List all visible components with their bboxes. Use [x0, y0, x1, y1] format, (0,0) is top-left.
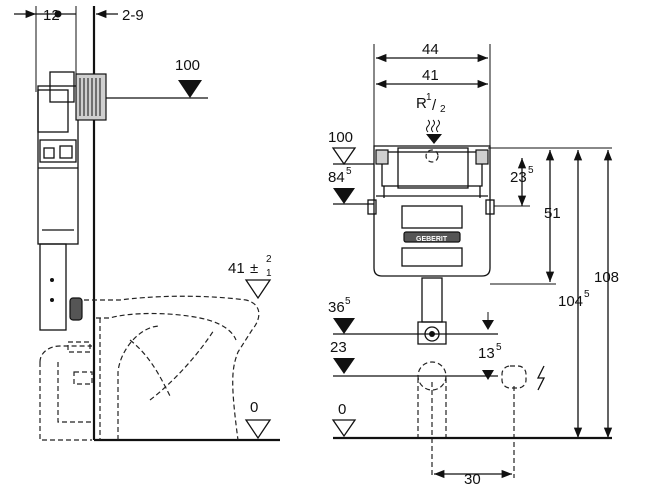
svg-text:1: 1: [426, 92, 432, 103]
cistern-front: GEBERIT: [367, 145, 495, 345]
triangle-level-marker-icon: [333, 358, 355, 374]
level-41-side: 41 ± 2 1: [228, 254, 272, 300]
brand-logo: GEBERIT: [416, 236, 448, 243]
svg-text:2: 2: [440, 104, 446, 115]
svg-text:23: 23: [510, 169, 527, 186]
level-23-front: 23 13 5: [330, 339, 502, 380]
width-dimensions: 44 41: [373, 41, 491, 150]
svg-text:44: 44: [422, 41, 439, 58]
cistern-side: [37, 71, 107, 331]
arrowhead-icon: [482, 370, 494, 380]
svg-text:41: 41: [422, 67, 439, 84]
svg-text:5: 5: [584, 289, 590, 300]
dim-12-label: 12: [43, 7, 60, 24]
supply-thread-label: R 1 / 2: [416, 92, 446, 144]
triangle-level-marker-icon: [333, 188, 355, 204]
svg-text:0: 0: [338, 401, 346, 418]
bottom-dimension-30: 30: [434, 469, 512, 488]
triangle-level-marker-icon: [333, 318, 355, 334]
svg-text:0: 0: [250, 399, 258, 416]
level-100-front: 100: [328, 129, 374, 166]
svg-text:±: ±: [250, 260, 258, 277]
top-dimension-side: 12 2-9: [14, 6, 144, 92]
svg-text:36: 36: [328, 299, 345, 316]
svg-text:30: 30: [464, 471, 481, 488]
svg-text:51: 51: [544, 205, 561, 222]
triangle-level-marker-icon: [331, 419, 357, 438]
svg-text:2: 2: [266, 254, 272, 265]
level-84-front: 84 5: [328, 166, 374, 205]
level-0-side: 0: [244, 399, 272, 440]
front-view: 44 41 R 1 / 2: [328, 41, 619, 488]
drain-dashed: [417, 361, 546, 478]
svg-text:13: 13: [478, 345, 495, 362]
svg-text:R: R: [416, 95, 427, 112]
electric-bolt-icon: [536, 365, 546, 391]
dim-2-9-label: 2-9: [122, 7, 144, 24]
svg-text:100: 100: [328, 129, 353, 146]
wc-outline-dashed: [39, 295, 260, 441]
svg-text:1: 1: [266, 268, 272, 279]
side-view: 12 2-9: [14, 6, 280, 442]
svg-text:5: 5: [528, 165, 534, 176]
svg-text:84: 84: [328, 169, 345, 186]
svg-text:5: 5: [345, 296, 351, 307]
right-dimensions: 23 5 51 104 5 108: [488, 147, 619, 438]
svg-text:5: 5: [496, 342, 502, 353]
arrowhead-icon: [482, 320, 494, 330]
svg-text:23: 23: [330, 339, 347, 356]
svg-text:100: 100: [175, 57, 200, 74]
svg-text:5: 5: [346, 166, 352, 177]
svg-text:/: /: [432, 97, 437, 114]
triangle-level-marker-icon: [244, 419, 272, 440]
svg-text:104: 104: [558, 293, 583, 310]
level-100-side: 100: [106, 57, 208, 99]
triangle-level-marker-icon: [244, 279, 272, 300]
triangle-level-marker-icon: [331, 147, 357, 166]
triangle-level-marker-icon: [178, 80, 202, 98]
water-supply-icon: [426, 119, 442, 144]
level-36-front: 36 5: [328, 296, 498, 335]
level-0-front: 0: [331, 401, 612, 440]
svg-text:108: 108: [594, 269, 619, 286]
svg-text:41: 41: [228, 260, 245, 277]
